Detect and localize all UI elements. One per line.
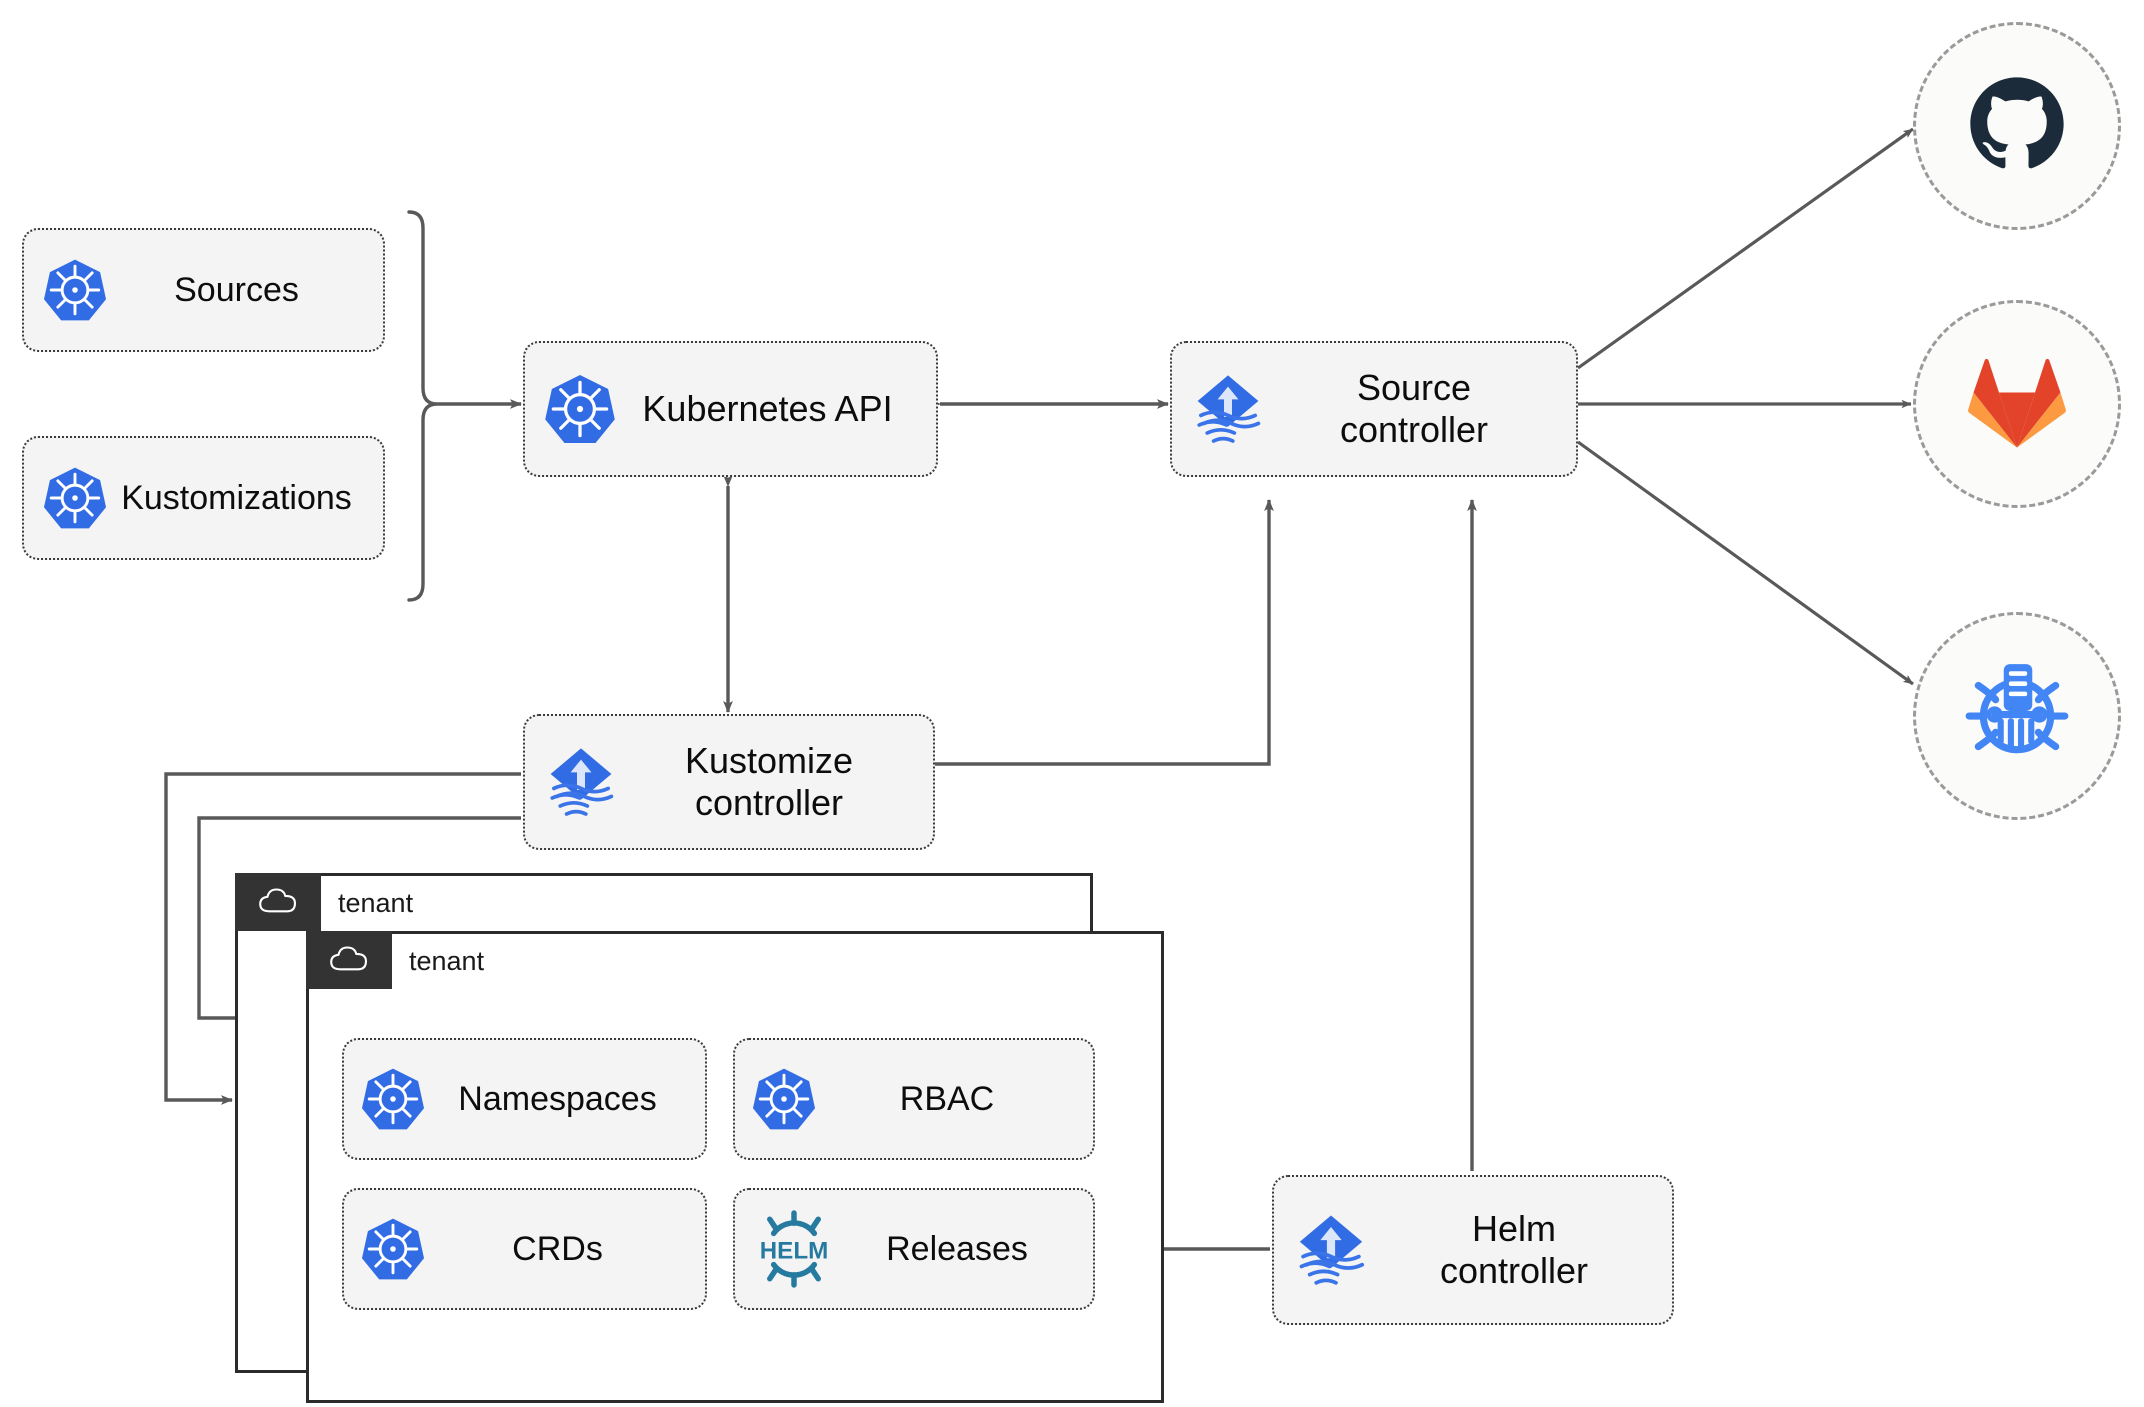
group-brace	[407, 210, 438, 602]
edge-kustomize-to-source	[935, 499, 1274, 766]
kubernetes-icon	[543, 372, 617, 446]
tenant-header-outer	[235, 873, 321, 931]
node-kubernetes-api-label: Kubernetes API	[642, 387, 893, 429]
flux-icon	[1290, 1209, 1372, 1291]
github-icon	[1964, 71, 2070, 182]
node-namespaces[interactable]: Namespaces	[342, 1038, 707, 1160]
node-helm-controller-label: Helm controller	[1439, 1207, 1589, 1291]
node-releases[interactable]: HELM Releases	[733, 1188, 1095, 1310]
node-kustomizations-label: Kustomizations	[121, 478, 352, 517]
edge-source-to-github	[1577, 127, 1914, 370]
gitlab-icon	[1964, 352, 2070, 457]
node-rbac-label: RBAC	[899, 1079, 995, 1118]
node-namespaces-label: Namespaces	[458, 1079, 657, 1118]
node-source-controller-label: Source controller	[1339, 366, 1489, 450]
helm-icon: HELM	[751, 1209, 837, 1289]
kubernetes-icon	[751, 1066, 817, 1132]
kubernetes-icon	[360, 1216, 426, 1282]
node-helm-controller[interactable]: Helm controller	[1272, 1175, 1674, 1325]
node-source-controller[interactable]: Source controller	[1170, 341, 1578, 477]
tenant-label-outer: tenant	[338, 888, 414, 918]
node-sources[interactable]: Sources	[22, 228, 385, 352]
svg-text:HELM: HELM	[760, 1237, 829, 1264]
flux-icon	[1188, 369, 1268, 449]
oci-helm-icon	[1961, 658, 2073, 775]
node-kubernetes-api[interactable]: Kubernetes API	[523, 341, 938, 477]
repo-circle-oci-registry[interactable]	[1913, 612, 2121, 820]
kubernetes-icon	[42, 257, 108, 323]
tenant-container-inner[interactable]: tenant	[306, 931, 1164, 1403]
node-kustomizations[interactable]: Kustomizations	[22, 436, 385, 560]
tenant-header-inner	[306, 931, 392, 989]
cloud-icon	[328, 943, 370, 978]
edge-source-to-oci	[1577, 440, 1914, 686]
node-crds[interactable]: CRDs	[342, 1188, 707, 1310]
node-kustomize-controller-label: Kustomize controller	[684, 739, 854, 823]
kubernetes-icon	[360, 1066, 426, 1132]
flux-icon	[541, 742, 621, 822]
node-crds-label: CRDs	[512, 1229, 603, 1268]
node-rbac[interactable]: RBAC	[733, 1038, 1095, 1160]
repo-circle-github[interactable]	[1913, 22, 2121, 230]
tenant-label-inner: tenant	[409, 946, 485, 976]
node-releases-label: Releases	[886, 1229, 1028, 1268]
repo-circle-gitlab[interactable]	[1913, 300, 2121, 508]
node-kustomize-controller[interactable]: Kustomize controller	[523, 714, 935, 850]
kubernetes-icon	[42, 465, 108, 531]
cloud-icon	[257, 885, 299, 920]
node-sources-label: Sources	[174, 270, 299, 309]
